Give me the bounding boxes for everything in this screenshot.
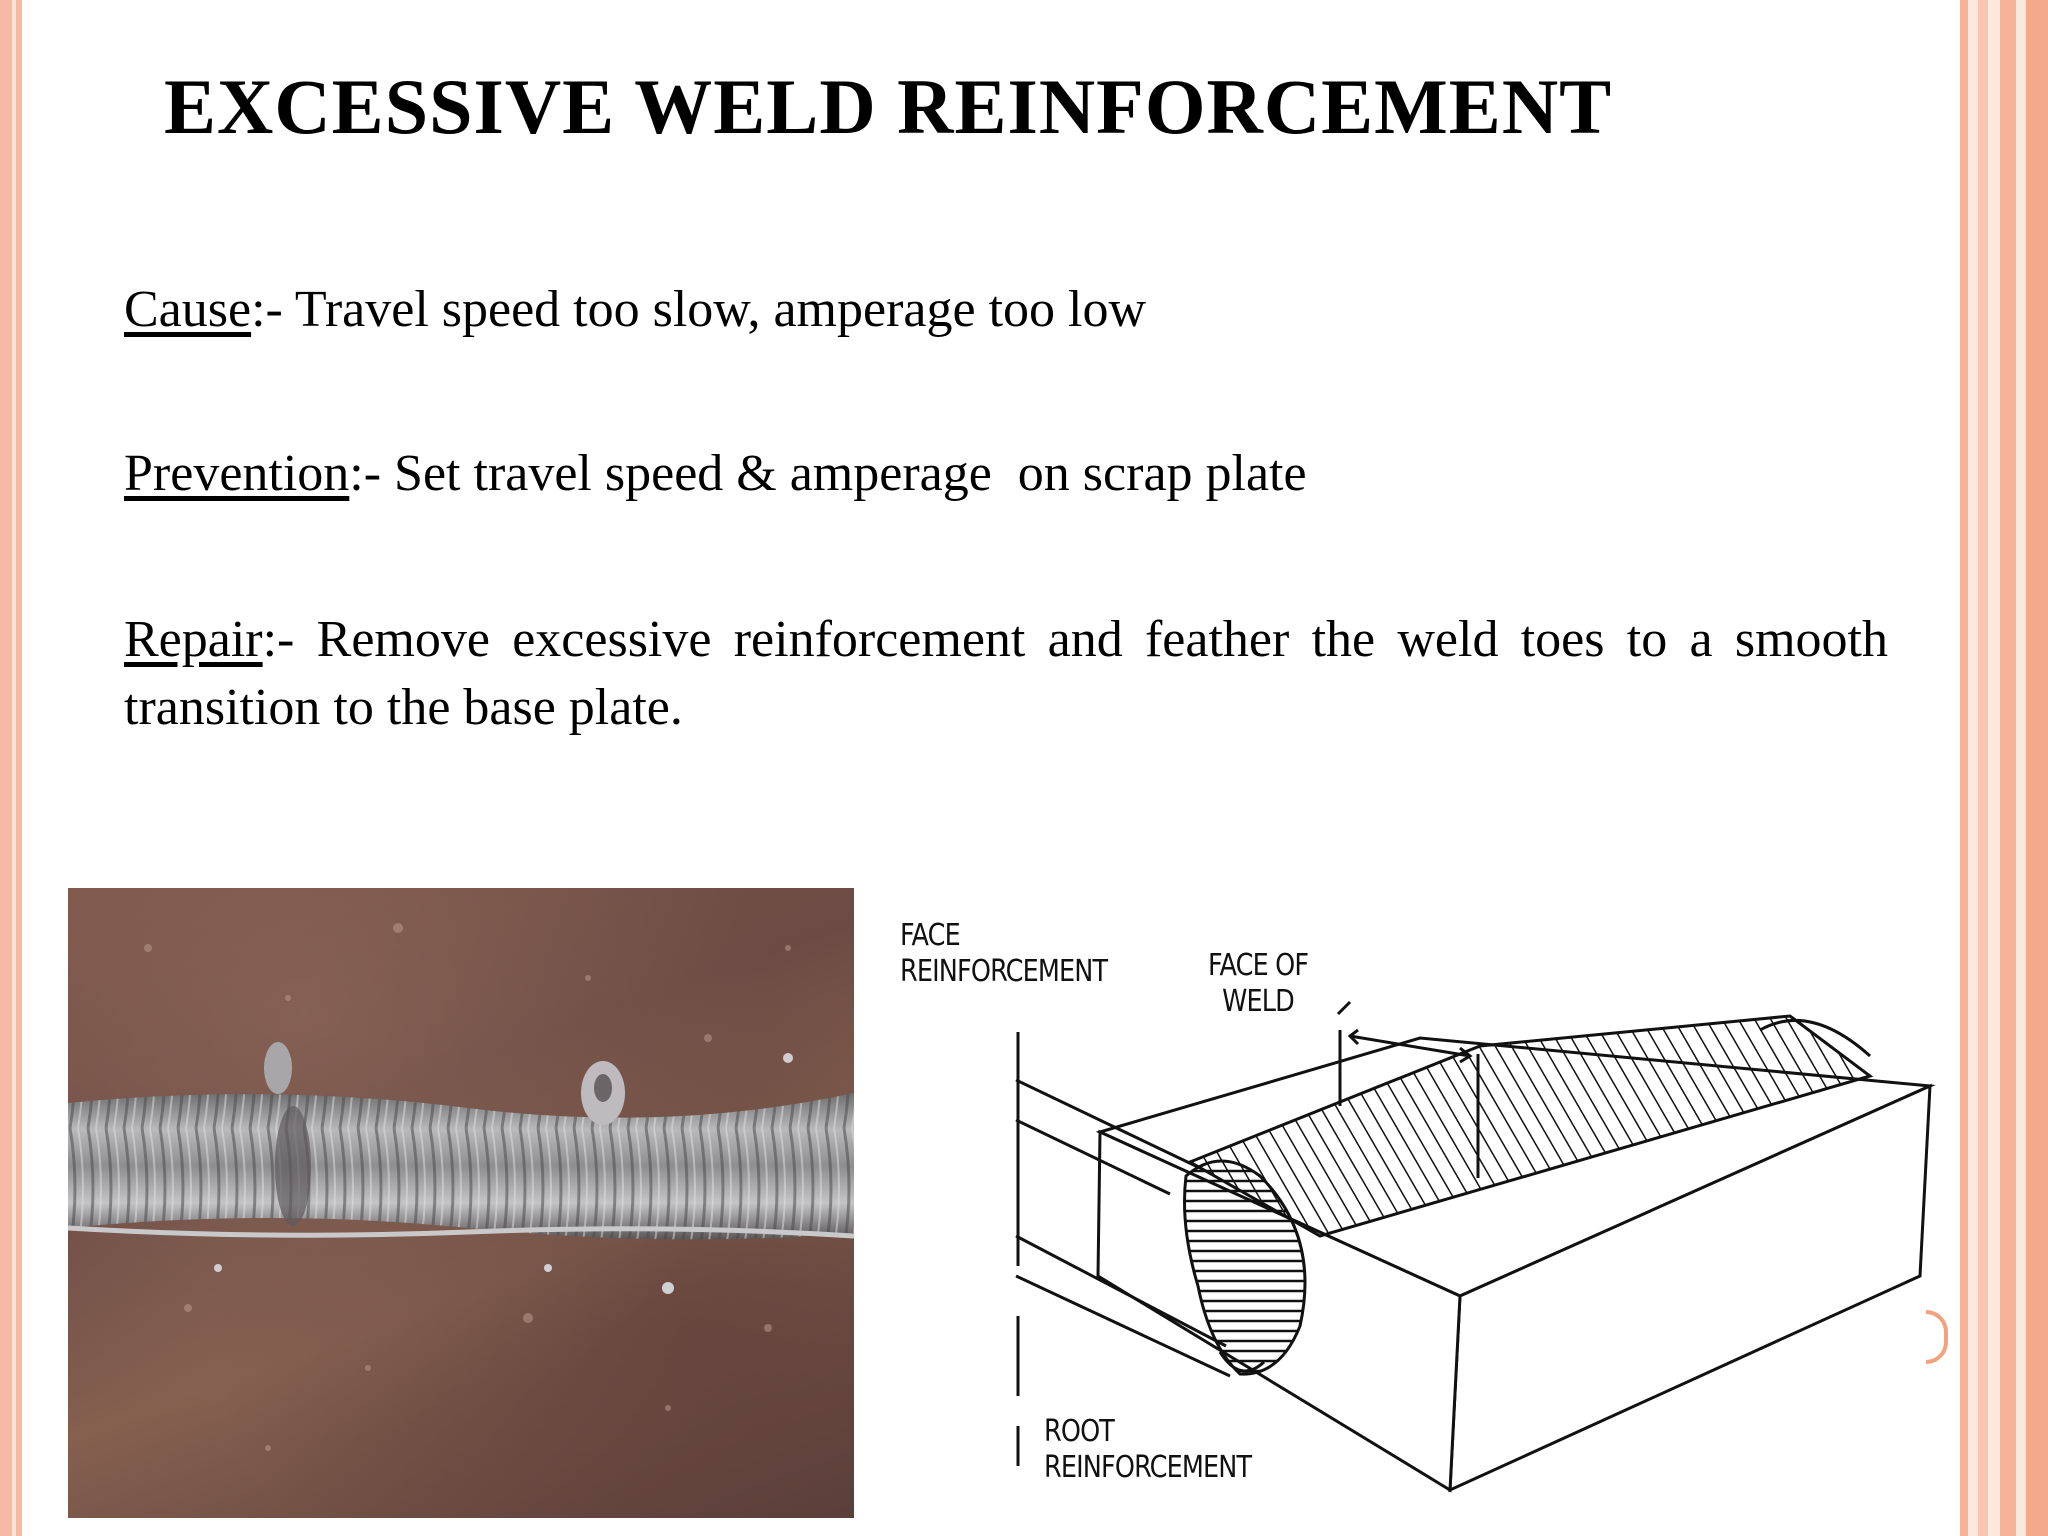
weld-photo	[68, 888, 854, 1518]
stripe	[2026, 0, 2048, 1536]
prevention-paragraph: Prevention:- Set travel speed & amperage…	[124, 440, 1888, 508]
prevention-term: Prevention	[124, 445, 350, 502]
face-reinforcement-label: FACE REINFORCEMENT	[900, 918, 1108, 989]
left-decorative-border	[0, 0, 22, 1536]
repair-term: Repair	[124, 611, 263, 668]
stripe	[1978, 0, 1988, 1536]
cause-text: :- Travel speed too slow, amperage too l…	[251, 281, 1147, 338]
right-decorative-stripes	[1960, 0, 2048, 1536]
repair-paragraph: Repair:- Remove excessive reinforcement …	[124, 606, 1888, 742]
face-of-weld-label: FACE OF WELD	[1208, 948, 1309, 1019]
stripe	[1960, 0, 1968, 1536]
root-reinforcement-label: ROOT REINFORCEMENT	[1044, 1414, 1252, 1485]
stripe	[2000, 0, 2016, 1536]
weld-reinforcement-diagram: FACE REINFORCEMENT FACE OF WELD ROOT REI…	[880, 906, 1940, 1518]
cause-paragraph: Cause:- Travel speed too slow, amperage …	[124, 276, 1888, 344]
prevention-text: :- Set travel speed & amperage on scrap …	[349, 445, 1307, 502]
repair-text: :- Remove excessive reinforcement and fe…	[124, 611, 1888, 736]
slide-title: EXCESSIVE WELD REINFORCEMENT	[164, 63, 1613, 150]
cause-term: Cause	[124, 281, 252, 338]
